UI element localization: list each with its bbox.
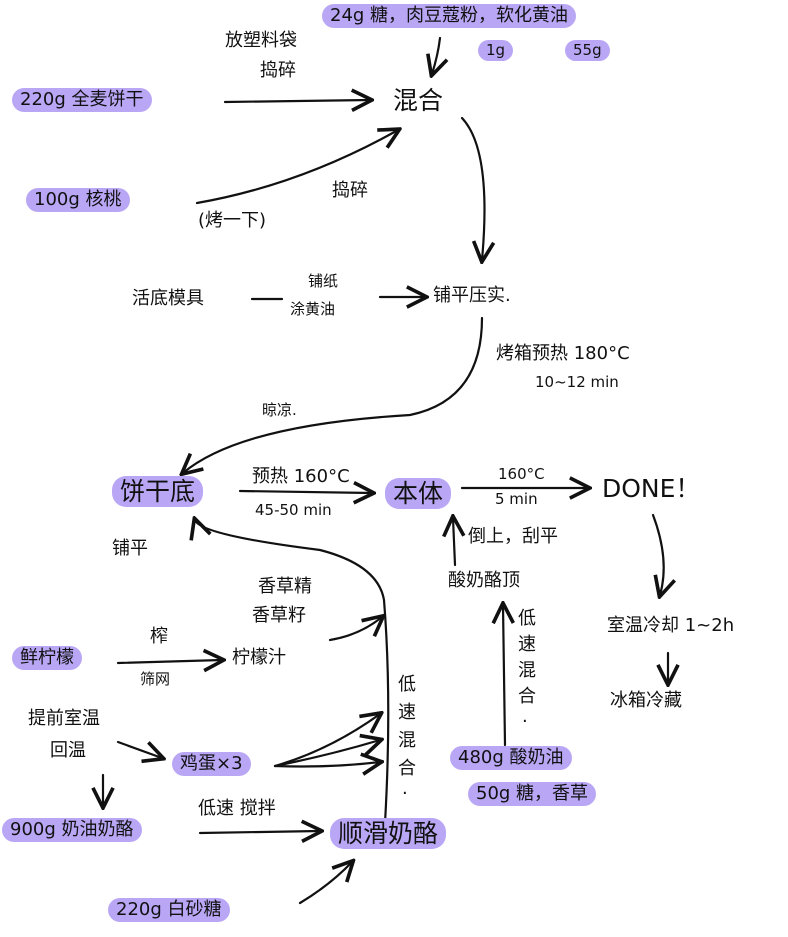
room-temp-label: 提前室温 [28, 708, 100, 729]
arrow-cracker-to-mix [223, 100, 370, 102]
oven-time-label: 10~12 min [535, 373, 619, 391]
arrow-crust-to-body [238, 491, 372, 493]
arrow-eggs-to-mix-3 [273, 762, 380, 767]
topping-note: 倒上，刮平 [468, 526, 558, 547]
bag-note: 放塑料袋 [225, 30, 297, 51]
arrow-sour-to-topping [503, 605, 505, 747]
arrow-press-to-crust [183, 316, 484, 473]
walnut-label: 100g 核桃 [26, 188, 130, 212]
low-speed-mix-left-5: . [402, 778, 408, 799]
cool-label: 晾凉. [262, 401, 297, 419]
crust-bake-temp: 预热 160°C [252, 466, 350, 487]
low-speed-mix-left-4: 合 [398, 758, 416, 779]
sieve-note: 筛网 [140, 670, 171, 688]
arrow-done-to-cool [651, 513, 664, 595]
arrow-cheese-to-crust [195, 520, 390, 825]
cream-cheese-label: 900g 奶油奶酪 [2, 818, 142, 842]
arrow-roomtemp-to-eggs [116, 740, 162, 758]
vanilla-extract: 香草精 [258, 576, 312, 597]
lemon-juice-label: 柠檬汁 [232, 647, 286, 668]
walnut-crush-note: 捣碎 [332, 180, 368, 201]
low-speed-mix-left-2: 速 [398, 702, 416, 723]
vanilla-bean: 香草籽 [252, 605, 306, 626]
nutmeg-qty: 1g [478, 40, 514, 61]
bag-crush-note: 捣碎 [260, 60, 296, 81]
arrow-vanilla-to-mix [328, 617, 382, 642]
room-cool-label: 室温冷却 1~2h [607, 615, 735, 636]
low-speed-mix-left-3: 混 [398, 730, 416, 751]
mold-label: 活底模具 [132, 288, 204, 309]
sugar-label: 220g 白砂糖 [108, 898, 230, 922]
arrow-top-to-mix [432, 36, 440, 74]
topping-label: 酸奶酪顶 [448, 570, 520, 591]
body-label: 本体 [385, 478, 452, 509]
arrow-mix-to-press [460, 116, 485, 260]
top-ingredients-label: 24g 糖，肉豆蔻粉，软化黄油 [322, 4, 577, 28]
mold-note-butter: 涂黄油 [290, 300, 336, 318]
spread-label: 铺平 [112, 538, 148, 559]
arrow-eggs-to-mix-1 [273, 714, 380, 768]
crust-bake-time: 45-50 min [255, 501, 332, 519]
mix-label: 混合 [393, 86, 444, 115]
crust-label: 饼干底 [112, 476, 204, 507]
arrow-eggs-to-mix-2 [273, 740, 380, 768]
low-speed-mix-right-2: 速 [518, 634, 536, 655]
fridge-label: 冰箱冷藏 [610, 690, 682, 711]
arrow-topping-to-body [453, 518, 455, 567]
butter-qty: 55g [565, 40, 610, 61]
mold-note-paper: 铺纸 [308, 272, 339, 290]
eggs-label: 鸡蛋×3 [172, 752, 251, 776]
smooth-cheese-label: 顺滑奶酪 [330, 818, 447, 849]
low-speed-mix-left-1: 低 [398, 674, 416, 695]
body-bake-time: 5 min [495, 490, 538, 508]
arrow-cheese-beat [198, 831, 320, 833]
body-bake-temp: 160°C [498, 465, 545, 483]
sour-cream-extras: 50g 糖，香草 [468, 782, 597, 806]
arrow-sugar-to-cheese [298, 862, 352, 905]
low-speed-beat-label: 低速 搅拌 [198, 798, 276, 819]
done-label: DONE！ [602, 474, 701, 503]
low-speed-mix-right-4: 合 [518, 686, 536, 707]
squeeze-note: 榨 [150, 626, 168, 647]
lemon-label: 鲜柠檬 [12, 646, 82, 670]
arrow-walnut-to-mix [195, 130, 398, 205]
arrow-lemon-to-juice [116, 660, 222, 663]
walnut-roast-note: (烤一下) [198, 210, 267, 231]
room-temp-label-2: 回温 [50, 740, 86, 761]
press-label: 铺平压实. [433, 285, 511, 306]
low-speed-mix-right-3: 混 [518, 660, 536, 681]
sour-cream-label: 480g 酸奶油 [450, 746, 572, 770]
low-speed-mix-right-1: 低 [518, 608, 536, 629]
oven-preheat-label: 烤箱预热 180°C [496, 343, 630, 364]
cracker-label: 220g 全麦饼干 [12, 88, 152, 112]
low-speed-mix-right-5: . [522, 706, 528, 727]
